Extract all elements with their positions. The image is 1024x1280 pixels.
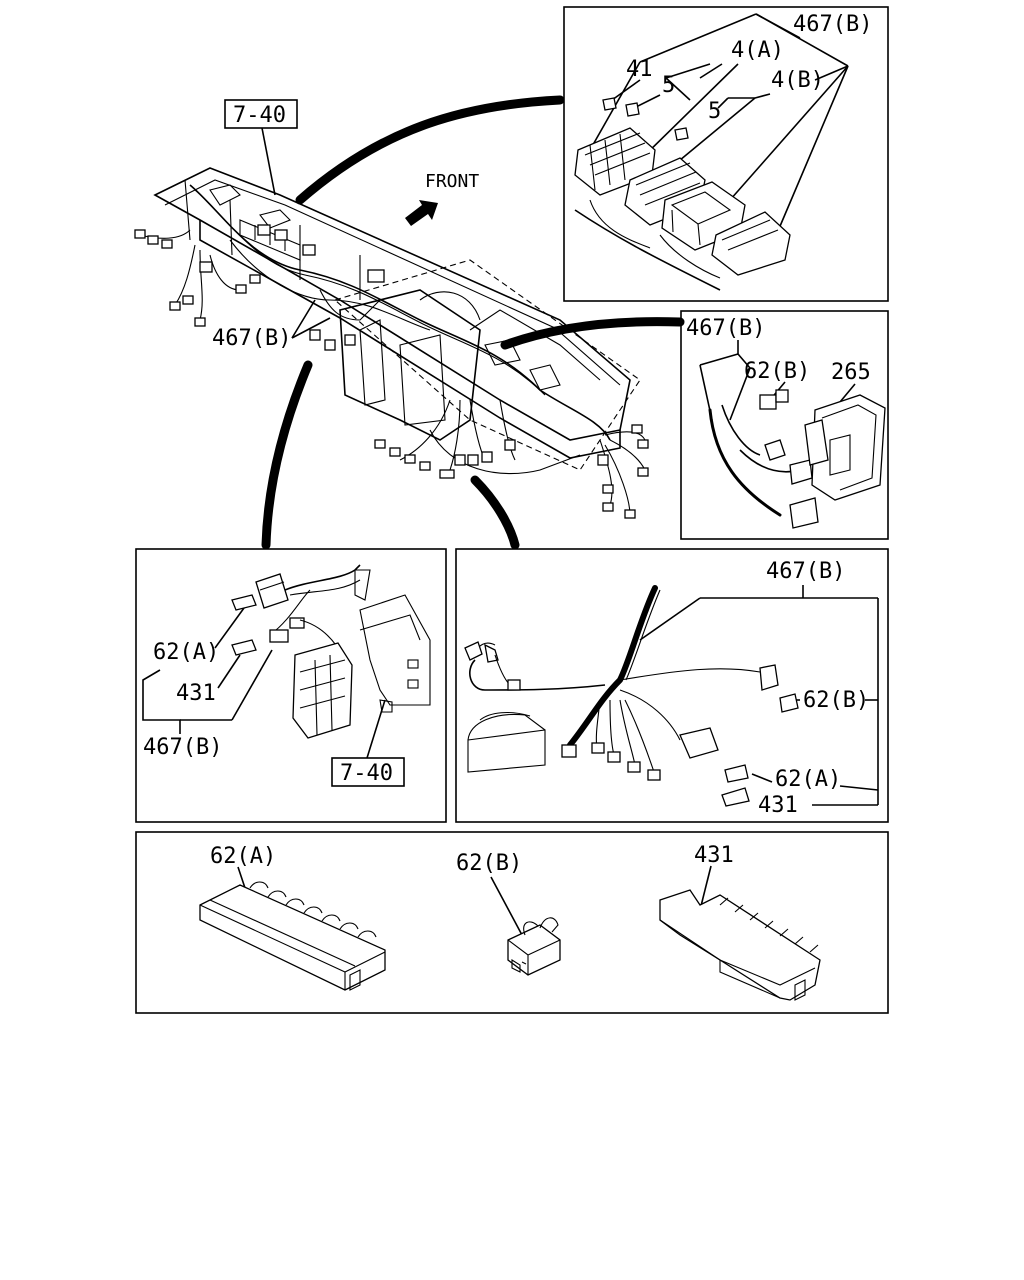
inset-tr-label-5b: 5 bbox=[708, 99, 721, 124]
inset-tr-label-5a: 5 bbox=[662, 73, 675, 98]
main-label-467b: 467(B) bbox=[212, 326, 291, 351]
inset-ml-label-467b: 467(B) bbox=[143, 735, 222, 760]
inset-ml-label-7-40: 7-40 bbox=[340, 761, 393, 786]
front-label: FRONT bbox=[425, 171, 479, 192]
inset-middle-right: 467(B) 62(B) 265 bbox=[680, 310, 889, 540]
main-assembly: 7-40 FRONT bbox=[134, 95, 685, 550]
inset-ml-label-62a: 62(A) bbox=[153, 640, 219, 665]
inset-mr-label-265: 265 bbox=[831, 360, 871, 385]
inset-tr-label-4b: 4(B) bbox=[771, 68, 824, 93]
inset-top-right: 467(B) 4(A) 41 5 4(B) 5 bbox=[563, 6, 889, 302]
inset-mr-label-62b: 62(B) bbox=[744, 359, 810, 384]
inset-tr-label-4a: 4(A) bbox=[731, 38, 784, 63]
inset-ml-label-431: 431 bbox=[176, 681, 216, 706]
inset-mr-label-467b: 467(B) bbox=[686, 316, 765, 341]
inset-middle-left: 62(A) 431 467(B) 7-40 bbox=[135, 548, 447, 823]
inset-mc-label-62b: 62(B) bbox=[803, 688, 869, 713]
bottom-label-431: 431 bbox=[694, 843, 734, 868]
inset-tr-label-467b: 467(B) bbox=[793, 12, 872, 37]
ref-label-7-40-main: 7-40 bbox=[233, 103, 286, 128]
inset-mc-label-431: 431 bbox=[758, 793, 798, 818]
bottom-label-62b: 62(B) bbox=[456, 851, 522, 876]
inset-mc-label-62a: 62(A) bbox=[775, 767, 841, 792]
front-arrow-icon bbox=[405, 200, 438, 226]
ref-box-7-40-main bbox=[224, 99, 298, 129]
inset-mc-label-467b: 467(B) bbox=[766, 559, 845, 584]
bottom-label-62a: 62(A) bbox=[210, 844, 276, 869]
inset-middle-center: 467(B) 62(B) 62(A) 431 bbox=[455, 548, 889, 823]
inset-bottom: 62(A) 62(B) 431 bbox=[135, 831, 889, 1014]
